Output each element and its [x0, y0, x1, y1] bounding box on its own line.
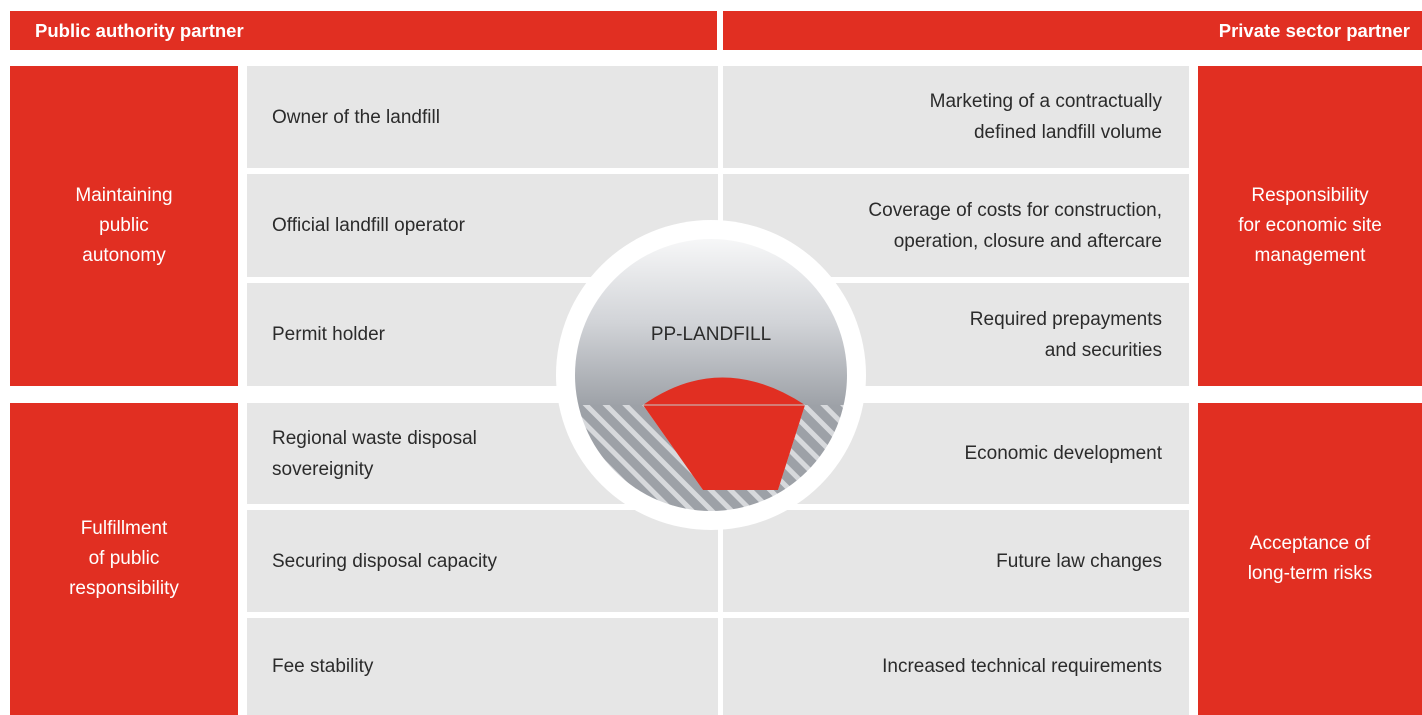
public-item-text: Regional waste disposal sovereignity: [272, 427, 477, 480]
private-item-cell: Marketing of a contractually defined lan…: [723, 66, 1189, 168]
public-item-cell: Fee stability: [247, 618, 718, 715]
public-autonomy-block: Maintaining public autonomy: [10, 66, 238, 386]
public-responsibility-label: Fulfillment of public responsibility: [69, 518, 179, 599]
private-item-text: Increased technical requirements: [882, 656, 1162, 677]
private-item-cell: Future law changes: [723, 510, 1189, 612]
private-sector-header: Private sector partner: [723, 11, 1422, 50]
public-item-text: Owner of the landfill: [272, 106, 440, 128]
emblem-landfill-mound: [643, 377, 805, 490]
long-term-risks-block: Acceptance of long-term risks: [1198, 403, 1422, 715]
public-item-text: Official landfill operator: [272, 215, 465, 236]
private-item-text: Coverage of costs for construction, oper…: [868, 199, 1162, 252]
economic-management-label: Responsibility for economic site managem…: [1238, 185, 1382, 266]
landfill-emblem: [556, 220, 866, 530]
public-item-text: Permit holder: [272, 324, 385, 345]
private-item-cell: Increased technical requirements: [723, 618, 1189, 715]
public-item-text: Fee stability: [272, 656, 374, 677]
public-item-cell: Official landfill operator: [247, 174, 718, 277]
public-autonomy-label: Maintaining public autonomy: [75, 185, 173, 266]
economic-management-block: Responsibility for economic site managem…: [1198, 66, 1422, 386]
public-responsibility-block: Fulfillment of public responsibility: [10, 403, 238, 715]
private-item-text: Marketing of a contractually defined lan…: [929, 91, 1162, 143]
private-item-text: Required prepayments and securities: [969, 308, 1162, 361]
public-authority-header: Public authority partner: [10, 11, 717, 50]
private-sector-header-label: Private sector partner: [1218, 19, 1410, 41]
long-term-risks-label: Acceptance of long-term risks: [1247, 533, 1373, 584]
public-item-cell: Owner of the landfill: [247, 66, 718, 168]
emblem-dome: [575, 239, 847, 405]
public-item-cell: Securing disposal capacity: [247, 510, 718, 612]
public-authority-header-label: Public authority partner: [35, 19, 244, 41]
center-label: PP-LANDFILL: [650, 324, 772, 345]
public-item-text: Securing disposal capacity: [272, 550, 497, 572]
private-item-text: Economic development: [964, 443, 1163, 464]
private-item-text: Future law changes: [996, 550, 1162, 572]
